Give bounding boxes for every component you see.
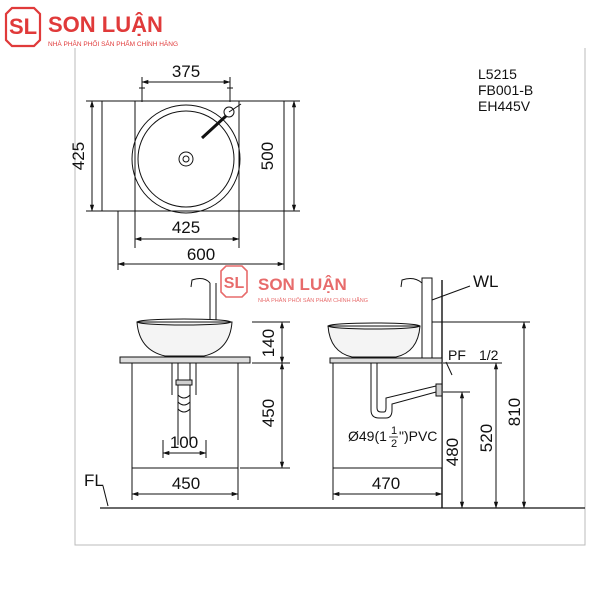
sheet-frame <box>74 48 586 546</box>
pipe-spec: Ø49(1 1 2 ")PVC <box>348 425 437 450</box>
pipe-label-end: ")PVC <box>399 428 437 444</box>
top-view <box>86 77 300 270</box>
dim-basin-height-140: 140 <box>259 329 278 357</box>
watermark-mark-icon: SL <box>220 265 248 298</box>
dim-cabinet-width-450: 450 <box>172 474 200 493</box>
watermark-letters: SL <box>224 275 245 292</box>
pipe-frac-den: 2 <box>391 438 397 450</box>
pf-size: 1/2 <box>479 347 499 363</box>
logo-letters: SL <box>9 14 37 39</box>
dim-top-375: 375 <box>172 62 200 81</box>
watermark-name: SON LUẬN <box>258 275 347 294</box>
watermark-logo: SL SON LUẬN NHÀ PHÂN PHỐI SẢN PHẨM CHÍNH… <box>220 265 368 304</box>
pipe-label-main: Ø49(1 <box>348 428 387 444</box>
dim-left-425: 425 <box>69 142 88 170</box>
top-slab-outline <box>101 100 285 212</box>
dim-bottom-425: 425 <box>172 218 200 237</box>
dim-810: 810 <box>505 398 524 426</box>
side-view <box>327 277 530 509</box>
model-code-3: EH445V <box>478 98 531 114</box>
wall-label: WL <box>473 272 499 291</box>
dim-520: 520 <box>477 424 496 452</box>
brand-logo: SL SON LUẬN NHÀ PHÂN PHỐI SẢN PHẨM CHÍNH… <box>4 6 178 48</box>
model-code-2: FB001-B <box>478 82 533 98</box>
front-view <box>100 278 585 509</box>
model-code-1: L5215 <box>478 66 517 82</box>
floor-label: FL <box>84 471 104 490</box>
dim-drain-100: 100 <box>170 433 198 452</box>
dim-bottom-600: 600 <box>187 245 215 264</box>
logo-mark-icon: SL <box>4 6 42 48</box>
top-basin-outer <box>131 104 241 214</box>
dim-480: 480 <box>443 438 462 466</box>
dim-right-500: 500 <box>258 142 277 170</box>
top-cabinet-outline <box>134 100 240 212</box>
pipe-frac-num: 1 <box>391 425 397 437</box>
model-codes: L5215 FB001-B EH445V <box>478 66 533 114</box>
dim-depth-470: 470 <box>372 474 400 493</box>
watermark-tagline: NHÀ PHÂN PHỐI SẢN PHẨM CHÍNH HÃNG <box>258 297 368 304</box>
pf-label: PF <box>448 347 466 363</box>
dim-cabinet-height-450: 450 <box>259 399 278 427</box>
brand-name: SON LUẬN <box>48 12 163 37</box>
brand-tagline: NHÀ PHÂN PHỐI SẢN PHẨM CHÍNH HÃNG <box>48 38 178 48</box>
